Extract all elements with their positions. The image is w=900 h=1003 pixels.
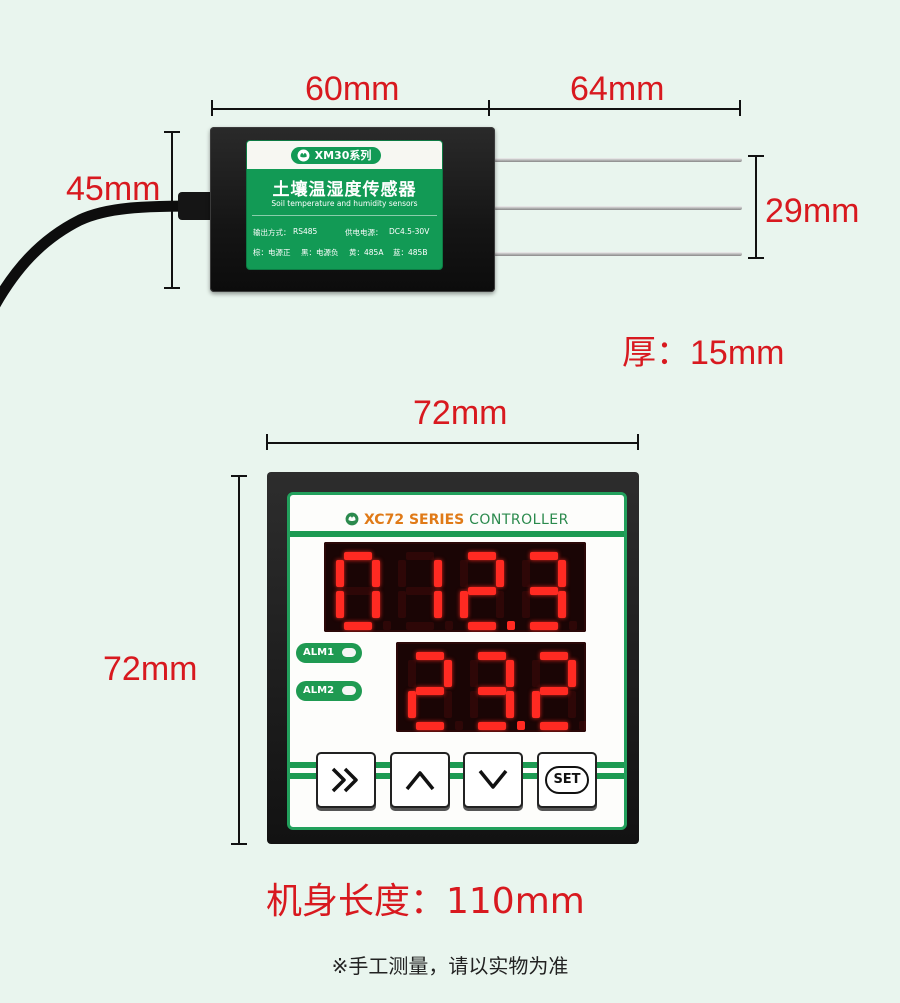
decimal-point: [517, 721, 525, 730]
display-bottom: [396, 642, 587, 732]
decimal-point: [507, 621, 515, 630]
segment-g: [540, 687, 568, 695]
segment-c: [506, 691, 514, 718]
segment-f: [532, 660, 540, 687]
segment-b: [568, 660, 576, 687]
sensor-cable: [0, 192, 215, 308]
segment-a: [344, 552, 372, 560]
segment-g: [468, 587, 496, 595]
display-top: [324, 542, 586, 632]
segment-g: [344, 587, 372, 595]
segment-f: [522, 560, 530, 587]
down-arrow-icon: [478, 769, 508, 789]
segment-b: [558, 560, 566, 587]
segment-b: [506, 660, 514, 687]
double-chevron-right-icon: [331, 767, 358, 793]
segment-e: [336, 591, 344, 618]
segment-b: [444, 660, 452, 687]
segment-e: [522, 591, 530, 618]
segment-d: [344, 622, 372, 630]
segment-g: [406, 587, 434, 595]
decimal-point: [569, 621, 577, 630]
segment-c: [372, 591, 380, 618]
segment-b: [434, 560, 442, 587]
leaf-logo-icon: [345, 512, 359, 526]
segment-f: [470, 660, 478, 687]
down-button[interactable]: [463, 752, 523, 808]
sensor-subtitle: Soil temperature and humidity sensors: [271, 199, 418, 208]
segment-d: [530, 622, 558, 630]
probe-span-label: 29mm: [765, 192, 860, 230]
segment-a: [406, 552, 434, 560]
segment-c: [568, 691, 576, 718]
decimal-point: [579, 721, 587, 730]
segment-c: [558, 591, 566, 618]
segment-f: [336, 560, 344, 587]
alarm2-indicator: ALM2: [296, 681, 362, 701]
sensor-series-badge: XM30系列: [291, 147, 381, 164]
display-top-digits: [336, 552, 577, 630]
sensor-height-label: 45mm: [66, 170, 161, 208]
shift-button[interactable]: [316, 752, 376, 808]
set-button[interactable]: SET: [537, 752, 597, 808]
controller-width-label: 72mm: [413, 394, 508, 432]
segment-f: [460, 560, 468, 587]
body-length-label: 机身长度：110mm: [266, 881, 585, 922]
segment-g: [416, 687, 444, 695]
controller-face: XC72 SERIES CONTROLLER ALM1 ALM2 SET: [287, 492, 627, 830]
segment-d: [416, 722, 444, 730]
decimal-point: [455, 721, 463, 730]
probe-bottom: [494, 252, 742, 256]
segment-e: [398, 591, 406, 618]
sensor-label: XM30系列 土壤温湿度传感器 Soil temperature and hum…: [246, 140, 443, 270]
segment-g: [530, 587, 558, 595]
controller-height-label: 72mm: [103, 650, 198, 688]
alarm1-indicator: ALM1: [296, 643, 362, 663]
segment-a: [540, 652, 568, 660]
sensor-width-label: 60mm: [305, 70, 400, 108]
segment-d: [468, 622, 496, 630]
segment-e: [532, 691, 540, 718]
segment-f: [408, 660, 416, 687]
segment-c: [496, 591, 504, 618]
segment-g: [478, 687, 506, 695]
segment-f: [398, 560, 406, 587]
controller-brand: XC72 SERIES CONTROLLER: [290, 512, 624, 528]
probe-length-label: 64mm: [570, 70, 665, 108]
segment-d: [406, 622, 434, 630]
segment-d: [478, 722, 506, 730]
up-button[interactable]: [390, 752, 450, 808]
segment-b: [372, 560, 380, 587]
set-button-label: SET: [545, 766, 589, 794]
thickness-label: 厚：15mm: [622, 334, 785, 372]
segment-a: [530, 552, 558, 560]
display-bottom-digits: [408, 652, 587, 730]
probe-middle: [494, 206, 742, 210]
segment-a: [478, 652, 506, 660]
segment-c: [444, 691, 452, 718]
up-arrow-icon: [405, 771, 435, 791]
footnote: ※手工测量，请以实物为准: [331, 954, 569, 978]
decimal-point: [445, 621, 453, 630]
segment-d: [540, 722, 568, 730]
segment-b: [496, 560, 504, 587]
probe-top: [494, 158, 742, 162]
segment-e: [460, 591, 468, 618]
segment-a: [468, 552, 496, 560]
segment-a: [416, 652, 444, 660]
segment-e: [408, 691, 416, 718]
leaf-logo-icon: [297, 149, 310, 162]
decimal-point: [383, 621, 391, 630]
sensor-title: 土壤温湿度传感器: [272, 180, 417, 200]
segment-c: [434, 591, 442, 618]
segment-e: [470, 691, 478, 718]
